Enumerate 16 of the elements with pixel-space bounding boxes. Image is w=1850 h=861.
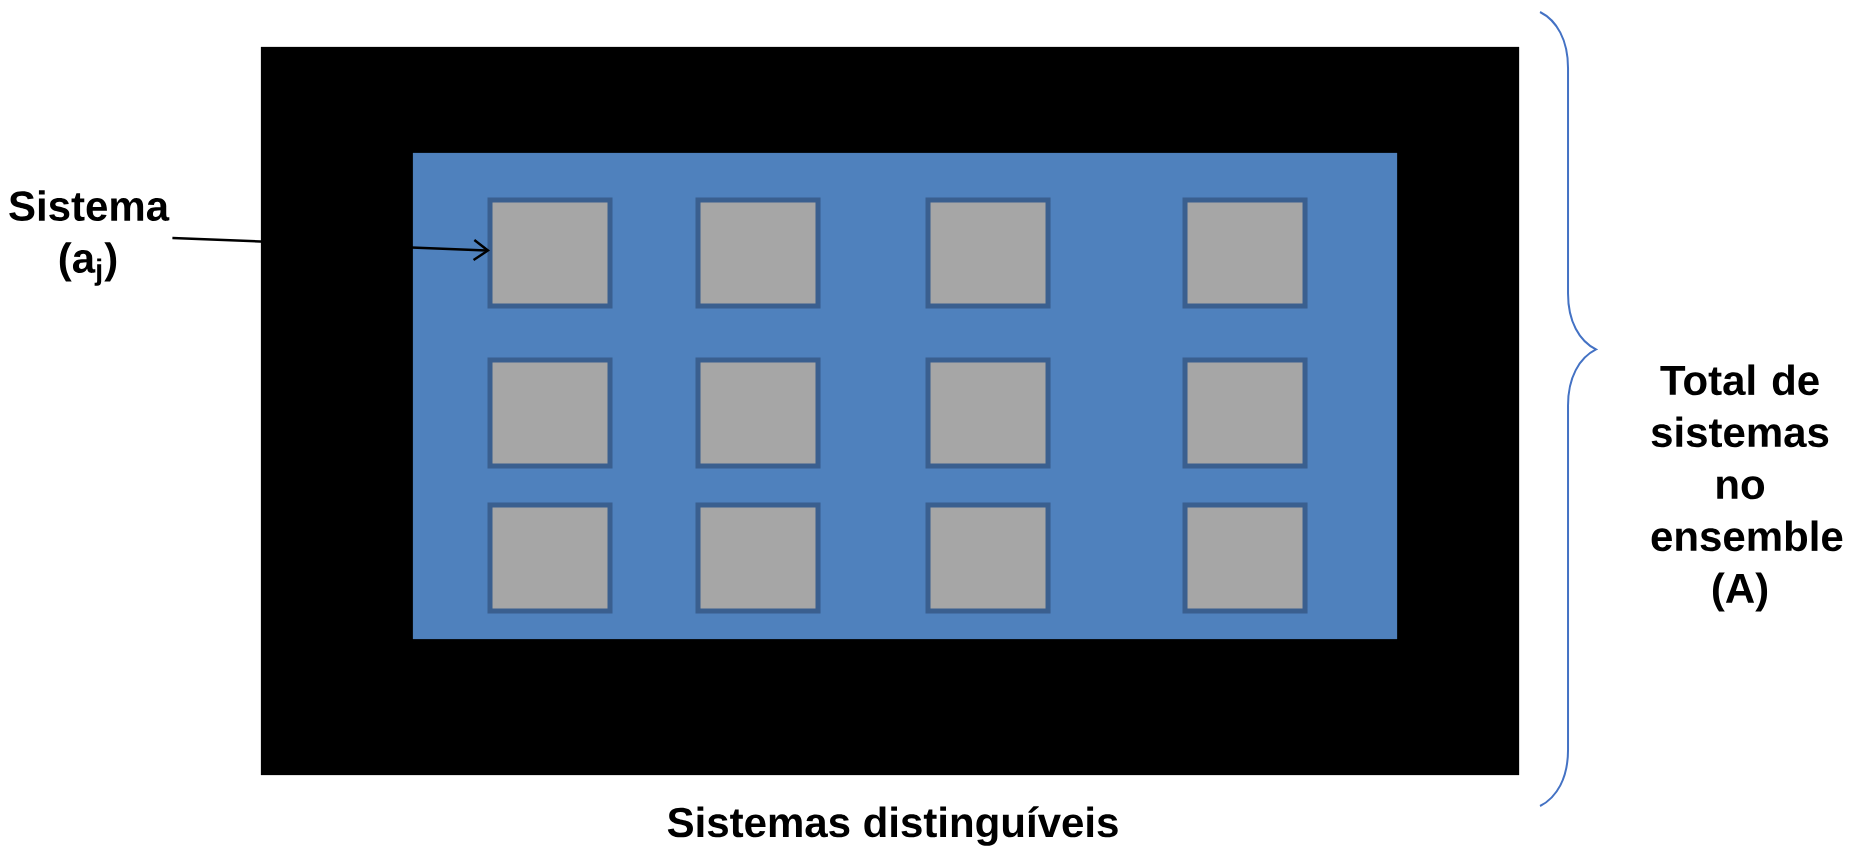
system-box (695, 197, 821, 309)
system-box (925, 197, 1051, 309)
system-box (487, 502, 613, 614)
system-box (695, 502, 821, 614)
system-box (925, 357, 1051, 469)
system-box (925, 502, 1051, 614)
system-box (487, 357, 613, 469)
label-text: Sistemas distinguíveis (667, 806, 1118, 846)
system-box (487, 197, 613, 309)
label-text: Total de sistemas no ensemble (A) (1651, 364, 1843, 612)
arrow (172, 236, 490, 261)
system-box (1182, 502, 1308, 614)
system-box (1182, 357, 1308, 469)
label-text: Sistema (a$_{j}$) (9, 190, 170, 286)
system-box (1182, 197, 1308, 309)
system-box (695, 357, 821, 469)
